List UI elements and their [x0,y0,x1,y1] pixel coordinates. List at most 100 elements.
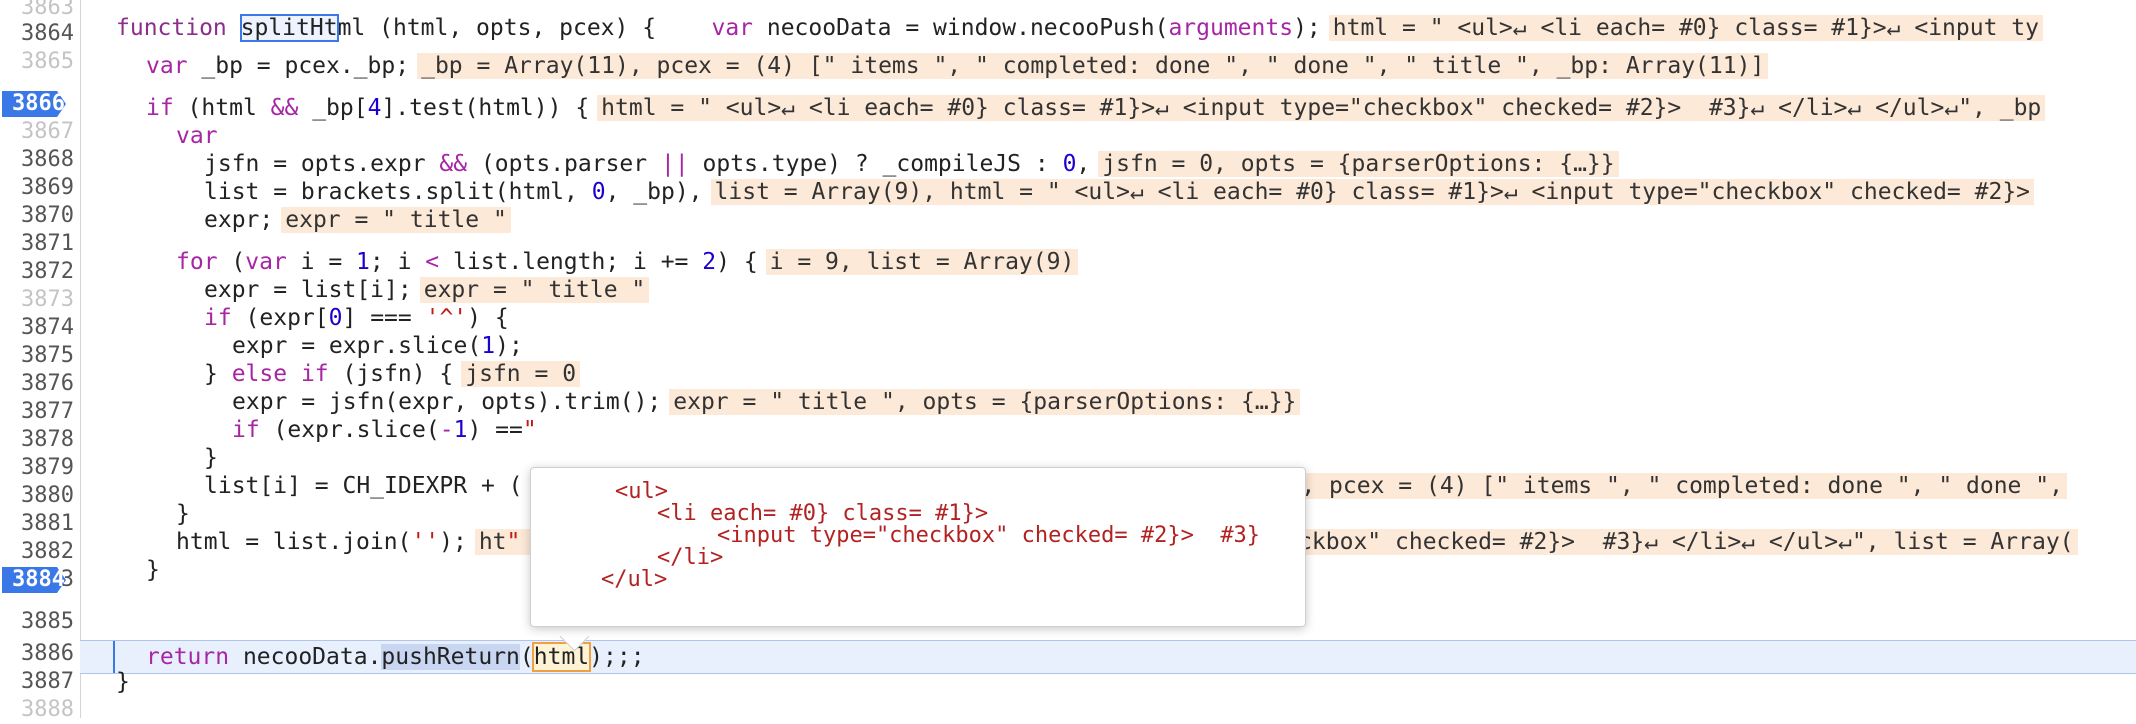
line-number[interactable]: 3875 [21,343,74,368]
params: (html, opts, pcex) { [365,15,657,41]
code-line-3881[interactable]: } [80,444,2136,472]
code-text: ) { [467,305,509,331]
code-line-3874[interactable]: for (var i = 1; i < list.length; i += 2)… [80,248,2136,276]
code-line-3876[interactable]: if (expr[0] === '^') { [80,304,2136,332]
line-number[interactable]: 3868 [21,147,74,172]
code-text: ); [1293,15,1321,41]
line-number[interactable]: 3887 [21,669,74,694]
number: 0 [328,305,343,331]
number: 2 [702,249,717,275]
number: 1 [356,249,370,275]
inline-value[interactable]: 9, pcex = (4) [" items ", " completed: d… [1283,473,2067,499]
inline-value[interactable]: i = 9, list = Array(9) [765,249,1079,275]
tooltip-line: </li> [657,545,724,570]
code-line-3883[interactable]: } [80,500,2136,528]
code-text: expr = jsfn(expr, opts).trim(); [232,389,662,415]
line-number[interactable]: 3864 [21,21,74,46]
hovered-variable[interactable]: html [531,642,592,672]
inline-value-string: " [506,529,521,555]
keyword: var [711,15,754,41]
keyword: for [176,249,218,275]
line-number[interactable]: 3879 [21,455,74,480]
tooltip-line: </ul> [601,567,668,592]
tooltip-line: <ul> [615,479,668,504]
code-line-3886-current[interactable]: return necooData.pushReturn(html);;; [80,640,2136,674]
code-text: expr = expr.slice( [232,333,482,359]
line-number[interactable]: 3865 [21,49,74,74]
inline-value[interactable]: expr = " title " [419,277,650,303]
code-text: _bp = pcex._bp; [187,53,410,79]
line-number[interactable]: 3888 [21,697,74,722]
operator: && [270,95,299,121]
code-line-3878[interactable]: } else if (jsfn) {jsfn = 0 [80,360,2136,388]
line-number[interactable]: 3874 [21,315,74,340]
number: 0 [1062,151,1077,177]
inline-value[interactable]: jsfn = 0 [461,361,581,387]
code-line-3870[interactable]: jsfn = opts.expr && (opts.parser || opts… [80,150,2136,178]
code-text: } [176,501,190,527]
code-line-3868[interactable]: if (html && _bp[4].test(html)) {html = "… [80,94,2136,122]
line-number[interactable]: 3869 [21,175,74,200]
code-line-3879[interactable]: expr = jsfn(expr, opts).trim(); expr = " … [80,388,2136,416]
code-line-3887[interactable]: } [80,668,2136,696]
line-number[interactable]: 3878 [21,427,74,452]
code-text: (expr.slice( [259,417,440,443]
operator: && [439,151,468,177]
inline-value[interactable]: expr = " title " [281,207,511,233]
inline-value[interactable]: list = Array(9), html = " <ul>↵ <li each… [710,179,2035,205]
line-number[interactable]: 3872 [21,259,74,284]
code-line-3877[interactable]: expr = expr.slice(1); [80,332,2136,360]
code-text: (jsfn) { [328,361,454,387]
line-number[interactable]: 3876 [21,371,74,396]
inline-value[interactable]: _bp = Array(11), pcex = (4) [" items ", … [417,53,1769,79]
line-number[interactable]: 3881 [21,511,74,536]
code-line-3872[interactable]: expr;expr = " title " [80,206,2136,234]
code-line-3864[interactable]: function splitHtml (html, opts, pcex) { … [80,14,2136,42]
inline-value-text: ht [478,529,507,555]
breakpoint-marker[interactable]: 3866 [2,91,66,117]
code-text: ( [217,249,246,275]
code-line-3866[interactable]: var _bp = pcex._bp;_bp = Array(11), pcex… [80,52,2136,80]
code-area[interactable]: function splitHtml (html, opts, pcex) { … [80,0,2136,718]
selected-method[interactable]: pushReturn [381,644,520,670]
code-text: ); [495,333,523,359]
code-line-3885[interactable]: } [80,556,2136,584]
keyword: var [176,123,218,149]
inline-value[interactable]: jsfn = 0, opts = {parserOptions: {…}} [1098,151,1619,177]
code-text: _bp[ [298,95,368,121]
line-number[interactable]: 3882 [21,539,74,564]
code-line-3875[interactable]: expr = list[i];expr = " title " [80,276,2136,304]
operator: < [425,249,440,275]
tooltip-line: <li each= #0} class= #1}> [657,501,989,526]
code-text: necooData = window.necooPush( [753,15,1169,41]
code-text: list.length; i += [439,249,703,275]
inline-value[interactable]: html = " <ul>↵ <li each= #0} class= #1}>… [597,95,2046,121]
arguments-keyword: arguments [1168,15,1294,41]
breakpoint-marker[interactable]: 3884 [2,567,66,593]
code-text: );;; [589,644,645,670]
code-line-3869[interactable]: var [80,122,2136,150]
code-line-3871[interactable]: list = brackets.split(html, 0, _bp),list… [80,178,2136,206]
line-number[interactable]: 3873 [21,287,74,312]
code-text: necooData. [229,644,382,670]
line-number[interactable]: 3877 [21,399,74,424]
execution-line-indicator [113,641,115,673]
code-line-3882[interactable]: list[i] = CH_IDEXPR + (9, pcex = (4) [" … [80,472,2136,500]
keyword: else if [231,361,329,387]
line-number[interactable]: 3885 [21,609,74,634]
line-number[interactable]: 3863 [21,0,74,20]
line-number[interactable]: 3867 [21,119,74,144]
code-line-3880[interactable]: if (expr.slice(-1) ==" [80,416,2136,444]
line-number[interactable]: 3880 [21,483,74,508]
line-number[interactable]: 3870 [21,203,74,228]
line-number[interactable]: 3871 [21,231,74,256]
function-name-highlight[interactable]: splitHt [239,14,339,42]
value-tooltip[interactable]: <ul> <li each= #0} class= #1}> <input ty… [530,467,1306,627]
line-number[interactable]: 3886 [21,641,74,666]
string: '^' [425,305,468,331]
inline-value[interactable]: html = " <ul>↵ <li each= #0} class= #1}>… [1328,15,2043,41]
code-text: html = list.join( [176,529,412,555]
inline-value[interactable]: expr = " title ", opts = {parserOptions:… [669,389,1301,415]
